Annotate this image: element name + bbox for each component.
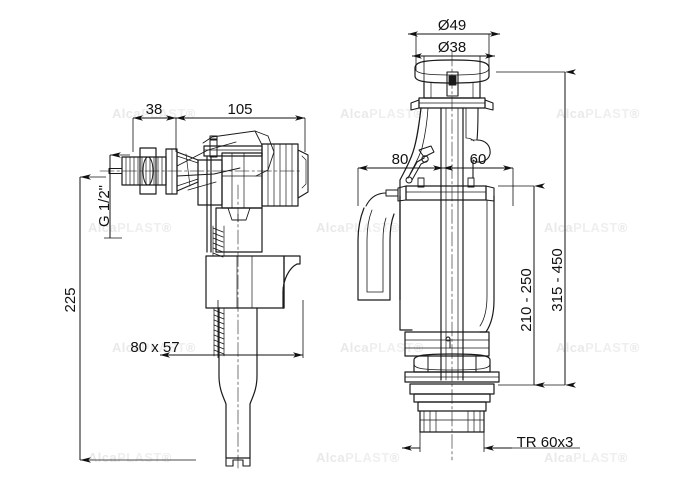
lock-nut [139, 147, 157, 195]
watermark-text [544, 450, 628, 465]
dimension-g-half-group [104, 152, 130, 239]
dimension-225-label: 225 [62, 287, 79, 312]
siphon-elbow [357, 207, 395, 301]
dimension-105-label: 105 [227, 101, 252, 118]
watermark-text [88, 450, 172, 465]
dimension-38-label: 38 [146, 101, 163, 118]
dimension-60-label: 60 [470, 151, 487, 168]
dimension-38-group [132, 115, 177, 152]
watermark-text [556, 340, 640, 355]
valve-body-left-wall [399, 107, 429, 301]
dimension-tr60x3-group [402, 432, 580, 452]
dimension-layer [79, 31, 580, 463]
dimension-80-group [357, 165, 443, 206]
dimension-diameter-38-label: Ø38 [438, 39, 466, 56]
dimension-60-group [443, 165, 514, 206]
valve-body [197, 145, 263, 209]
threaded-base [409, 383, 495, 433]
body-taper [176, 151, 199, 192]
overflow-tube [440, 107, 464, 381]
thread-callout-g-half-inch-label: G 1/2" [96, 185, 113, 227]
internal-rods [427, 355, 477, 373]
lower-shroud [399, 195, 495, 333]
dimension-d38-group [412, 53, 495, 83]
dimension-80-label: 80 [392, 151, 409, 168]
dimension-d49-group [408, 31, 500, 70]
dimension-210-250-label: 210 - 250 [518, 268, 535, 331]
threaded-shank [121, 156, 167, 186]
tail-tube [218, 307, 258, 467]
dimension-105-group [176, 115, 306, 152]
seat-housing [404, 331, 490, 357]
flush-valve-drawing [357, 51, 500, 461]
collar-flange [410, 97, 494, 111]
watermark-text [340, 340, 424, 355]
float-cylinder [205, 255, 301, 309]
dimension-text-layer: 38 105 G 1/2" 225 80 x 57 Ø49 Ø38 80 60 … [62, 17, 573, 451]
thread-callout-tr-60x3-label: TR 60x3 [517, 434, 574, 451]
adjust-pin [209, 135, 218, 158]
dimension-210-250-group [498, 183, 545, 388]
ribbed-cap [261, 143, 309, 207]
dimension-diameter-49-label: Ø49 [438, 17, 466, 34]
outlet-neck [215, 207, 263, 253]
watermark-text [556, 106, 640, 121]
dimension-80x57-group [160, 300, 304, 358]
dimension-80x57-label: 80 x 57 [130, 339, 179, 356]
seal-disc [404, 353, 500, 383]
push-button-head [414, 59, 490, 99]
watermark-text [316, 450, 400, 465]
dimension-225-group [79, 174, 196, 463]
adjust-arm [405, 145, 435, 184]
dimension-315-450-group [496, 69, 576, 388]
flange-washer [165, 148, 178, 195]
adjust-rod [206, 156, 212, 253]
fill-valve-drawing [99, 130, 309, 469]
dimension-315-450-label: 315 - 450 [549, 248, 566, 311]
valve-body-right-wall [465, 107, 491, 179]
watermark-text [544, 220, 628, 235]
side-lever [365, 189, 399, 207]
